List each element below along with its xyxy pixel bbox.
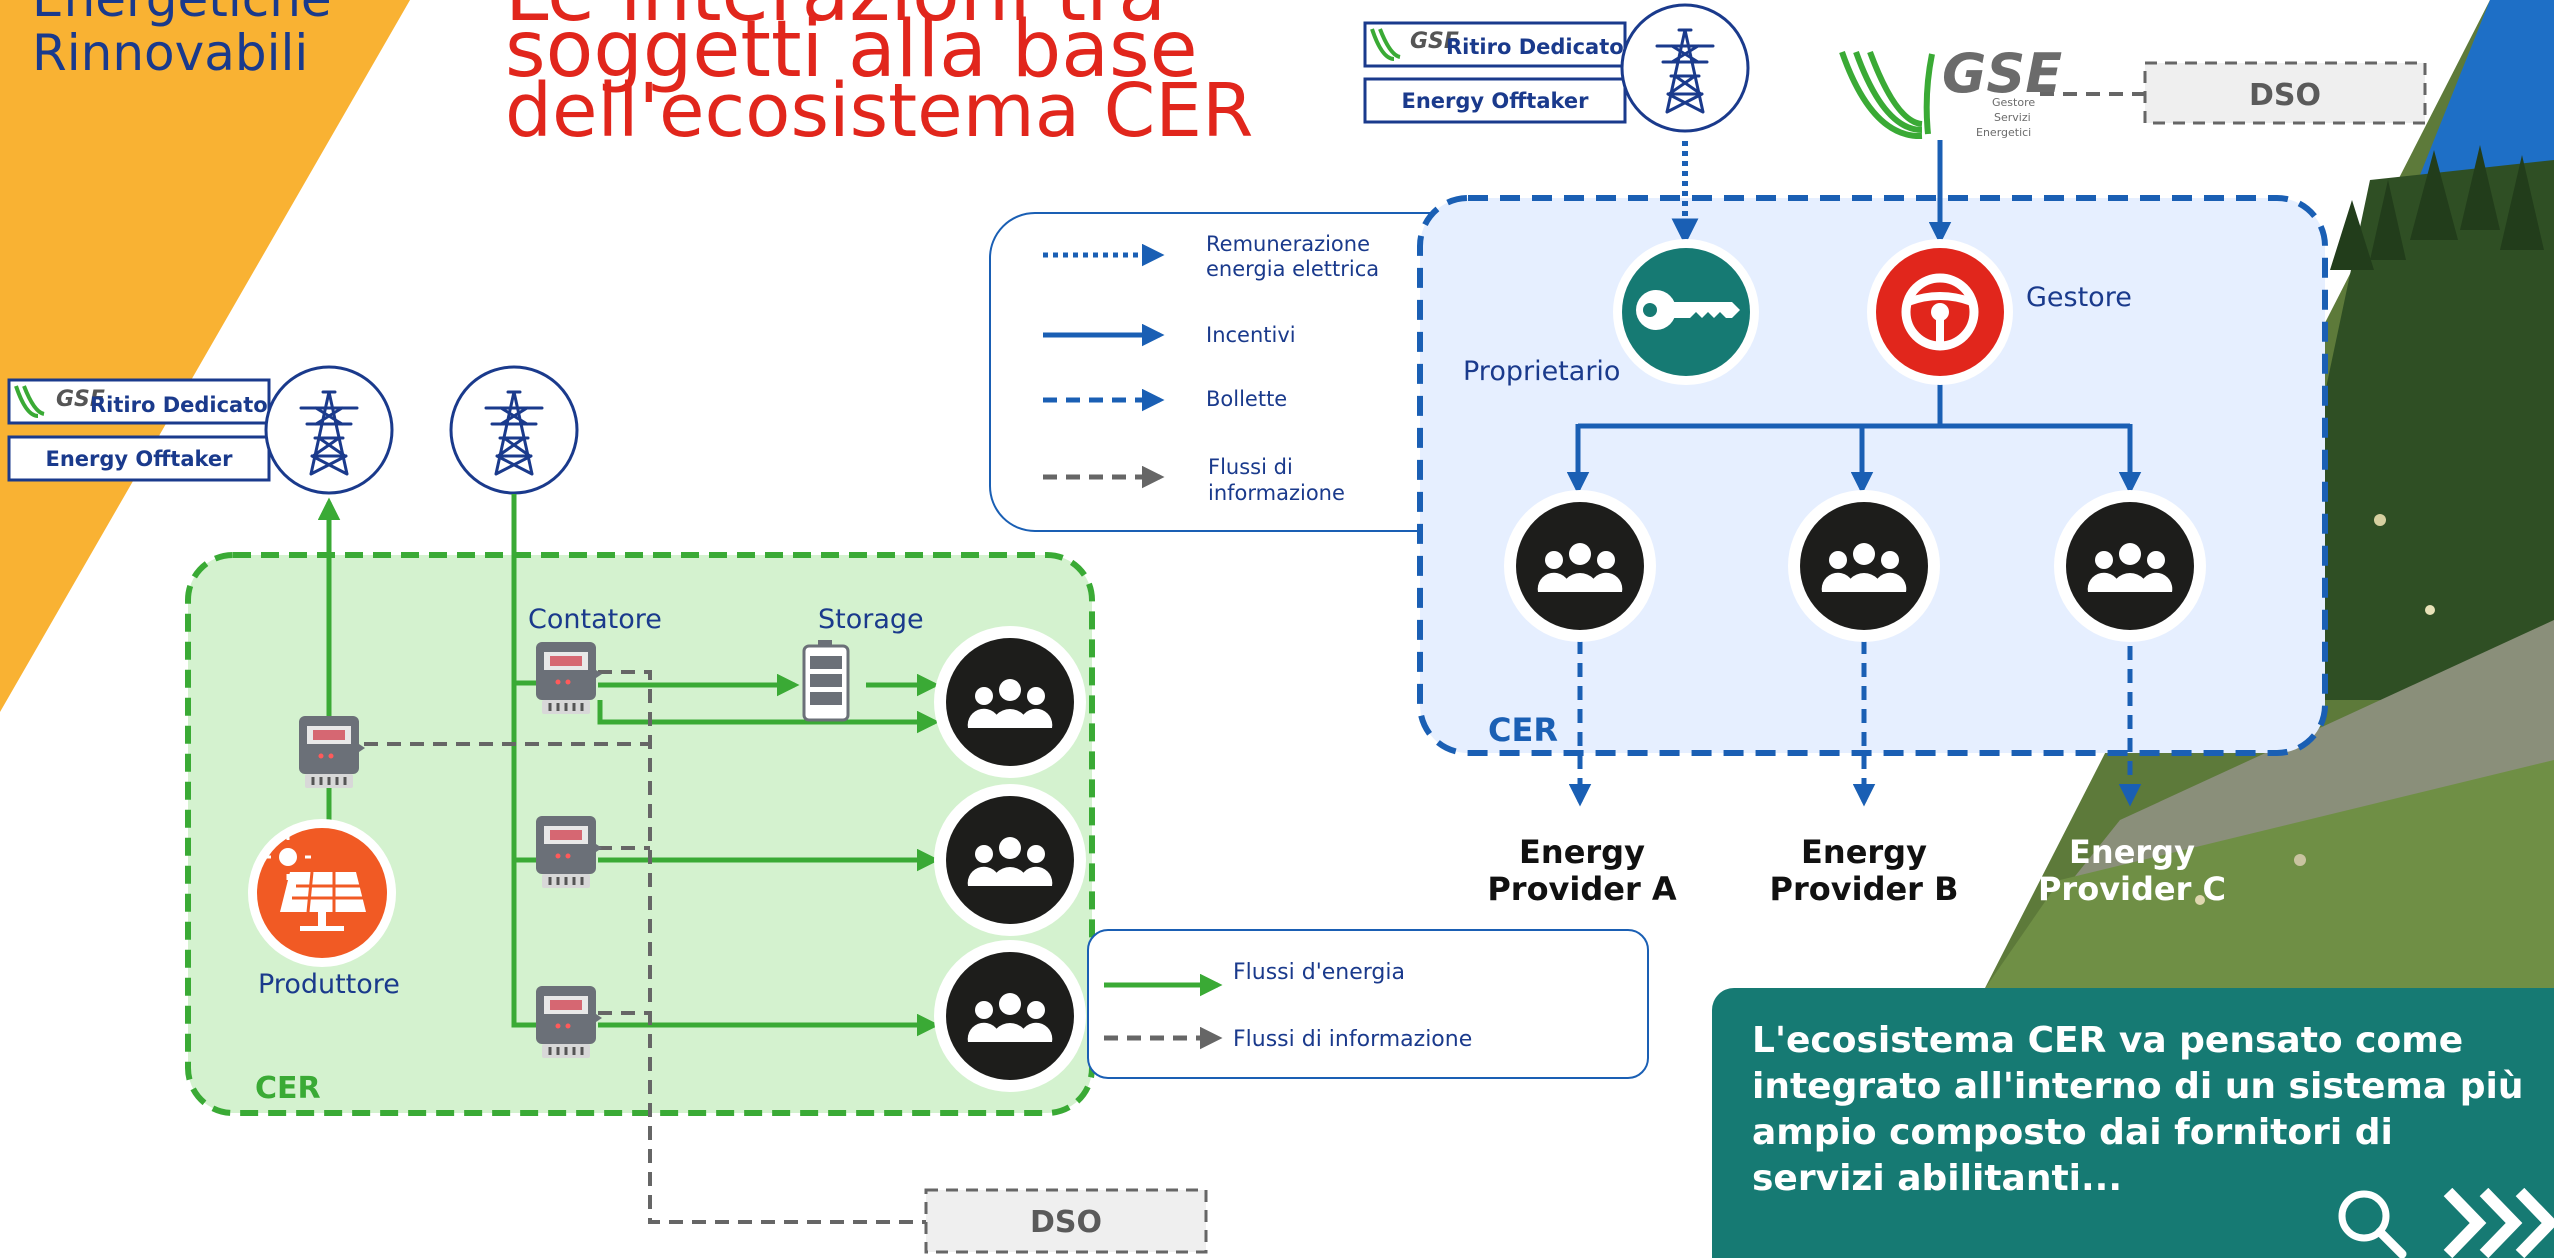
community-icon (934, 784, 1086, 936)
proprietario-label: Proprietario (1463, 356, 1620, 387)
page-title-line1: Le interazioni tra (505, 0, 1166, 39)
chevrons-right-icon[interactable] (2440, 1187, 2554, 1258)
svg-text:GSE: GSE (56, 387, 105, 412)
contatore-label: Contatore (528, 604, 662, 635)
provider-c-line1: Energy (2069, 833, 2195, 871)
gse-badge-right: GSE (1370, 28, 1459, 61)
solar-panel-icon (248, 819, 396, 967)
ritiro-dedicato-label-left: Ritiro Dedicato (90, 393, 268, 417)
flow-lines-right (1566, 140, 2142, 807)
legend-flussi-label-2: informazione (1208, 481, 1345, 505)
provider-a-line1: Energy (1519, 833, 1645, 871)
cer-label-left: CER (255, 1071, 321, 1106)
legend-remunerazione-label-2: energia elettrica (1206, 257, 1379, 281)
legend-bollette-label: Bollette (1206, 387, 1287, 411)
energy-offtaker-box-right (1363, 77, 1627, 124)
callout-box: L'ecosistema CER va pensato come integra… (1712, 988, 2554, 1258)
page-title-line3: dell'ecosistema CER (505, 68, 1253, 154)
community-icon (2054, 490, 2206, 642)
corner-title-line1: Energetiche (32, 0, 332, 28)
cer-label-right: CER (1488, 711, 1558, 749)
gse-badge-left: GSE (14, 385, 105, 418)
corner-title-line2: Rinnovabili (32, 24, 308, 82)
search-icon[interactable] (2330, 1186, 2410, 1258)
ritiro-dedicato-box-left (7, 378, 271, 425)
dso-label-left: DSO (1030, 1205, 1102, 1240)
steering-wheel-icon (1867, 239, 2013, 385)
community-icon (934, 940, 1086, 1092)
energy-offtaker-label-right: Energy Offtaker (1401, 89, 1589, 113)
transmission-tower-icon (449, 365, 579, 495)
legend-remunerazione-label-1: Remunerazione (1206, 232, 1370, 256)
legend-incentivi-label: Incentivi (1206, 323, 1296, 347)
callout-text: L'ecosistema CER va pensato come integra… (1752, 1020, 2524, 1199)
storage-label: Storage (818, 604, 924, 635)
gse-logo-sub-2: Servizi (1994, 111, 2031, 124)
page-title-line2: soggetti alla base (505, 5, 1198, 95)
energy-offtaker-label-left: Energy Offtaker (45, 447, 233, 471)
gestore-label: Gestore (2026, 282, 2132, 313)
cer-box-left (185, 552, 1095, 1116)
orange-corner-shape (0, 0, 410, 712)
legend-box-left (1087, 929, 1649, 1079)
transmission-tower-icon (264, 365, 394, 495)
dso-box-right (2143, 61, 2427, 125)
community-icon (934, 626, 1086, 778)
transmission-tower-icon (1620, 3, 1750, 133)
provider-c-line2: Provider C (2038, 870, 2226, 908)
legend-info-label: Flussi di informazione (1233, 1027, 1472, 1052)
cer-box-right (1417, 195, 2328, 756)
community-icon (1504, 490, 1656, 642)
legend-energy-label: Flussi d'energia (1233, 960, 1405, 985)
provider-b-line1: Energy (1801, 833, 1927, 871)
gse-logo: GSE Gestore Servizi Energetici (1839, 42, 2062, 140)
info-flow-lines-left (364, 670, 926, 1224)
ritiro-dedicato-label-right: Ritiro Dedicato (1446, 35, 1624, 59)
energy-offtaker-box-left (7, 435, 271, 482)
community-icon (1788, 490, 1940, 642)
dso-box-left (924, 1188, 1208, 1254)
legend-flussi-label-1: Flussi di (1208, 455, 1293, 479)
provider-a-line2: Provider A (1487, 870, 1677, 908)
key-icon (1613, 239, 1759, 385)
dso-label-right: DSO (2249, 78, 2321, 113)
battery-icon (802, 640, 850, 722)
gse-logo-sub-1: Gestore (1992, 96, 2035, 109)
produttore-label: Produttore (258, 969, 400, 1000)
gse-logo-sub-3: Energetici (1976, 126, 2031, 139)
svg-text:GSE: GSE (1410, 29, 1459, 54)
provider-b-line2: Provider B (1770, 870, 1959, 908)
